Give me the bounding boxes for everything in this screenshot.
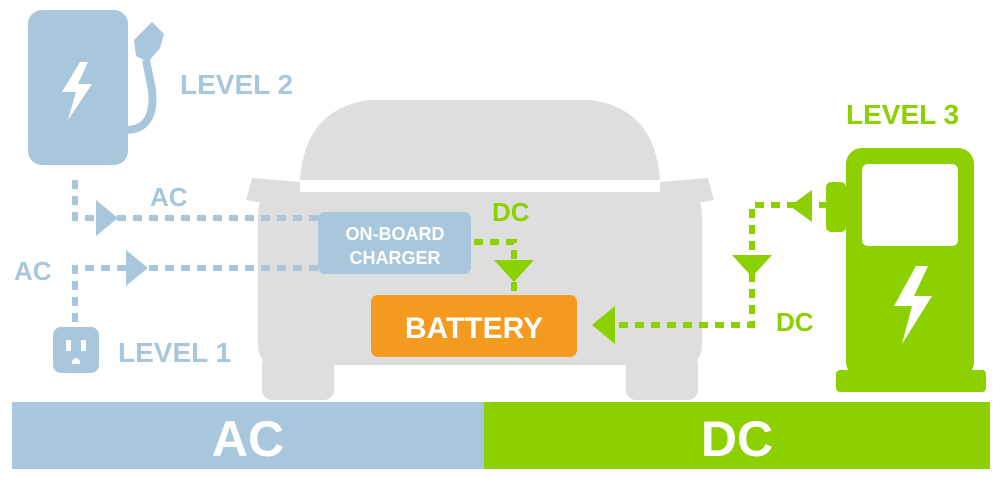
wall-outlet-icon [53, 327, 99, 373]
dc-bar [484, 402, 990, 469]
bolt-icon [894, 266, 932, 344]
ac-bar [12, 402, 484, 469]
connector-icon [134, 22, 164, 62]
dc-right-label: DC [776, 307, 814, 337]
dc-onboard-line [474, 239, 534, 292]
level2-label: LEVEL 2 [180, 69, 293, 100]
dc-onboard-label: DC [492, 197, 530, 227]
dc-fast-lines [592, 190, 828, 344]
battery: BATTERY [371, 295, 577, 357]
ac-bar-label: AC [212, 411, 284, 467]
charger-label-line1: ON-BOARD [346, 224, 445, 244]
dc-bar-label: DC [701, 411, 773, 467]
level3-label: LEVEL 3 [846, 99, 959, 130]
level1-label: LEVEL 1 [118, 337, 231, 368]
onboard-charger: ON-BOARD CHARGER [318, 212, 471, 274]
ac-arrows [96, 200, 148, 286]
charger-label-line2: CHARGER [349, 248, 440, 268]
level3-station [826, 148, 986, 392]
ac-left-label: AC [14, 256, 52, 286]
bottom-bar: AC DC [12, 402, 990, 469]
bolt-icon [62, 62, 92, 120]
ac-top-label: AC [150, 182, 188, 212]
level2-station [28, 10, 164, 165]
ac-lines [72, 180, 318, 322]
battery-label: BATTERY [405, 312, 543, 345]
cable [127, 59, 157, 134]
